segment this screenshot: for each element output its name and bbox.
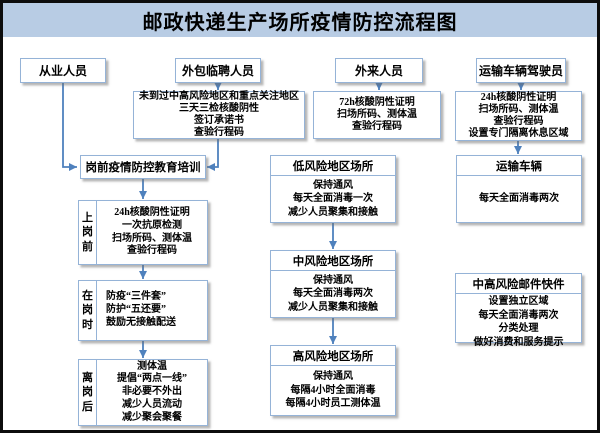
pre-job-training-label: 岗前疫情防控教育培训 bbox=[85, 162, 201, 174]
page-title: 邮政快递生产场所疫情防控流程图 bbox=[142, 11, 458, 34]
before-duty-box: 上岗前 24h核酸阴性证明 一次抗原检测 扫场所码、测体温 查验行程码 bbox=[78, 200, 208, 265]
transport-vehicles-items: 每天全面消毒两次 bbox=[479, 193, 559, 205]
transport-vehicles-box: 运输车辆 每天全面消毒两次 bbox=[456, 155, 582, 223]
practitioners-label: 从业人员 bbox=[38, 64, 87, 78]
high-risk-premises-header: 高风险地区场所 bbox=[271, 346, 395, 366]
on-duty-items: 防疫“三件套” 防护“五还要” 鼓励无接触配送 bbox=[106, 291, 176, 328]
after-duty-items: 测体温 提倡“两点一线” 非必要不外出 减少人员流动 减少聚会聚餐 bbox=[117, 360, 187, 423]
risk-mail-box: 中高风险邮件快件 设置独立区域 每天全面消毒两次 分类处理 做好消费和服务提示 bbox=[455, 273, 582, 348]
transport-vehicles-header: 运输车辆 bbox=[457, 156, 581, 176]
low-risk-premises-box: 低风险地区场所 保持通风 每天全面消毒一次 减少人员聚集和接触 bbox=[270, 155, 396, 223]
connector-outsourced-req-to-training bbox=[207, 139, 219, 171]
title-band: 邮政快递生产场所疫情防控流程图 bbox=[3, 3, 597, 37]
pre-job-training-box: 岗前疫情防控教育培训 bbox=[80, 155, 206, 179]
outsourced-requirements-box: 未到过中高风险地区和重点关注地区 三天三检核酸阴性 签订承诺书 查验行程码 bbox=[133, 91, 305, 139]
risk-mail-items: 设置独立区域 每天全面消毒两次 分类处理 做好消费和服务提示 bbox=[473, 296, 564, 348]
low-risk-premises-header: 低风险地区场所 bbox=[271, 156, 395, 176]
visitors-requirements-box: 72h核酸阴性证明 扫场所码、测体温 查验行程码 bbox=[313, 91, 441, 139]
drivers-box: 运输车辆驾驶员 bbox=[476, 58, 566, 83]
high-risk-premises-box: 高风险地区场所 保持通风 每隔4小时全面消毒 每隔4小时员工测体温 bbox=[270, 345, 396, 416]
high-risk-premises-items: 保持通风 每隔4小时全面消毒 每隔4小时员工测体温 bbox=[285, 371, 381, 410]
visitors-label: 外来人员 bbox=[354, 64, 403, 78]
visitors-box: 外来人员 bbox=[335, 58, 423, 83]
low-risk-premises-items: 保持通风 每天全面消毒一次 减少人员聚集和接触 bbox=[288, 179, 378, 218]
mid-risk-premises-header: 中风险地区场所 bbox=[271, 251, 395, 271]
mid-risk-premises-box: 中风险地区场所 保持通风 每天全面消毒两次 减少人员聚集和接触 bbox=[270, 250, 396, 318]
drivers-requirements-box: 24h核酸阴性证明 扫场所码、测体温 查验行程码 设置专门隔离休息区域 bbox=[455, 91, 582, 141]
after-duty-box: 离岗后 测体温 提倡“两点一线” 非必要不外出 减少人员流动 减少聚会聚餐 bbox=[78, 359, 208, 426]
outsourced-staff-box: 外包临聘人员 bbox=[175, 58, 261, 83]
before-duty-label: 上岗前 bbox=[79, 201, 97, 264]
connector-practitioners-to-training bbox=[62, 83, 77, 171]
drivers-label: 运输车辆驾驶员 bbox=[478, 64, 563, 78]
before-duty-items: 24h核酸阴性证明 一次抗原检测 扫场所码、测体温 查验行程码 bbox=[112, 206, 192, 257]
on-duty-label: 在岗时 bbox=[79, 281, 97, 340]
practitioners-box: 从业人员 bbox=[20, 58, 106, 83]
outsourced-staff-label: 外包临聘人员 bbox=[181, 64, 254, 78]
after-duty-label: 离岗后 bbox=[79, 360, 97, 425]
mid-risk-premises-items: 保持通风 每天全面消毒两次 减少人员聚集和接触 bbox=[288, 274, 378, 313]
risk-mail-header: 中高风险邮件快件 bbox=[456, 274, 581, 294]
on-duty-box: 在岗时 防疫“三件套” 防护“五还要” 鼓励无接触配送 bbox=[78, 280, 208, 341]
